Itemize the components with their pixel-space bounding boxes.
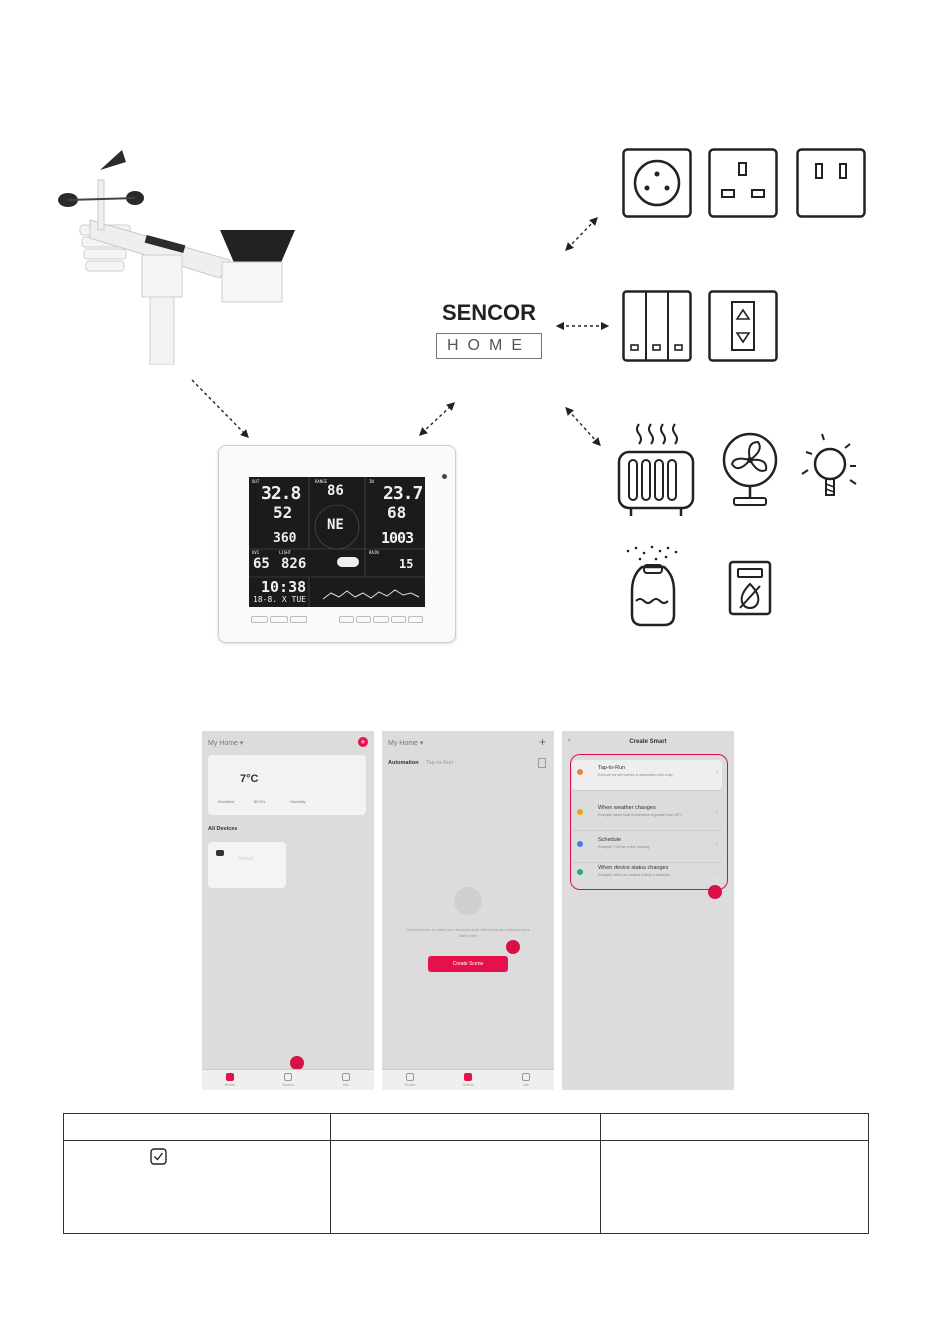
table-cell [599,1140,870,1234]
tab-scene[interactable]: Scene [278,1073,298,1087]
tab-tap-to-run[interactable]: Tap-to-Run [426,760,454,766]
app-screen-create-smart: ‹ Create Smart Tap-to-Run Execute the se… [562,731,734,1090]
range-value: 86 [327,483,344,499]
tap-icon [577,769,583,775]
in-temp: 23.7 [383,483,423,504]
log-icon[interactable] [538,758,546,768]
range-label: RANGE [315,479,328,484]
out-label: OUT [252,479,260,484]
socket-uk-icon [708,148,778,218]
create-scene-button[interactable]: Create Scene [428,956,508,972]
options-card: Tap-to-Run Execute the set scenes or aut… [572,760,722,888]
chevron-right-icon: › [716,770,718,776]
heater-icon [617,423,695,516]
option-device-status[interactable]: When device status changes Example: when… [572,860,722,890]
table-header-cell [599,1113,870,1141]
light-label: LIGHT [279,550,292,555]
back-icon[interactable]: ‹ [568,737,571,744]
empty-hint: Smart scenes to make your devices work e… [406,927,530,938]
empty-scene-icon [454,887,482,915]
in-hum: 68 [387,503,407,522]
sun-icon [577,809,583,815]
uv-label: UVI [252,550,260,555]
tab-me[interactable]: Me [516,1073,536,1087]
home-selector[interactable]: My Home ▾ [208,740,244,747]
all-devices-heading: All Devices [208,826,238,832]
option-weather-changes[interactable]: When weather changes Example: when local… [572,800,722,831]
option-schedule[interactable]: Schedule Example: 7:00 am every morning … [572,832,722,863]
brand-name: SENCOR [441,300,537,325]
uv-value: 65 [253,556,270,572]
out-temp: 32.8 [261,483,301,504]
display-buttons-left [251,616,307,623]
lcd-screen: OUT 32.8 52 RANGE 86 NE IN 23.7 68 360 1… [249,477,425,607]
rain-label: RAIN [369,550,379,555]
device-icon [577,869,583,875]
tab-home[interactable]: Home [220,1073,240,1087]
table-header-cell [62,1113,332,1141]
in-label: IN [369,479,374,484]
weather-col-1: Excellent [218,799,235,804]
table-cell [330,1140,601,1234]
socket-schuko-icon [622,148,692,218]
home-selector[interactable]: My Home ▾ [388,740,424,747]
app-screen-home: My Home ▾ + 7°C Excellent 89.3% Humidity… [202,731,374,1090]
app-screen-scene: My Home ▾ + Automation Tap-to-Run Smart … [382,731,554,1090]
device-name: Sencor [238,856,254,862]
tab-home[interactable]: Home [400,1073,420,1087]
cloud-icon [337,557,359,567]
wind-direction: NE [327,517,344,533]
wind-deg: 360 [273,531,297,546]
weather-col-3: Humidity [290,799,306,804]
table-row [62,1140,870,1234]
fan-icon [722,432,778,506]
step-marker [506,940,520,954]
socket-us-icon [796,148,866,218]
out-hum: 52 [273,503,293,522]
checkbox-checked-icon [150,1148,167,1165]
tab-scene[interactable]: Scene [458,1073,478,1087]
table-header-row [62,1113,870,1141]
create-smart-title: Create Smart [629,739,667,745]
chevron-right-icon: › [716,870,718,876]
weather-device-icon [216,850,224,856]
thermostat-icon [728,560,772,616]
blind-switch-icon [708,290,778,362]
connection-arrows [191,216,610,447]
display-buttons-right [339,616,424,623]
step-marker [290,1056,304,1070]
device-tile[interactable]: Sencor [208,842,286,888]
table-header-cell [330,1113,601,1141]
date: 18-8. X TUE [253,595,306,604]
weather-temp: 7°C [240,773,259,785]
chevron-right-icon: › [716,842,718,848]
light-switch-icon [622,290,692,362]
tab-bar: Home Scene Me [382,1069,554,1090]
add-scene-icon[interactable]: + [538,735,546,749]
chevron-right-icon: › [716,810,718,816]
weather-station-display: OUT 32.8 52 RANGE 86 NE IN 23.7 68 360 1… [218,445,456,643]
options-highlight [570,754,728,890]
weather-card: 7°C Excellent 89.3% Humidity [208,755,366,815]
camera-dot [442,474,447,479]
baro: 1003 [381,529,414,547]
outdoor-sensor-illustration [58,150,295,365]
step-marker [708,885,722,899]
option-tap-to-run[interactable]: Tap-to-Run Execute the set scenes or aut… [572,760,722,791]
tab-bar: Home Scene Me [202,1069,374,1090]
sencor-home-logo: SENCOR HOME [436,300,542,366]
weather-col-2: 89.3% [254,799,266,804]
tab-automation[interactable]: Automation [388,760,419,766]
light-bulb-icon [801,433,857,496]
rain-value: 15 [399,557,414,571]
table-cell [62,1140,332,1234]
light-value: 826 [281,556,307,572]
brand-sub: HOME [436,333,542,359]
clock-icon [577,841,583,847]
time: 10:38 [261,578,307,596]
add-device-button[interactable]: + [358,737,368,747]
tab-me[interactable]: Me [336,1073,356,1087]
humidifier-icon [626,545,678,627]
bottom-table [62,1113,870,1234]
